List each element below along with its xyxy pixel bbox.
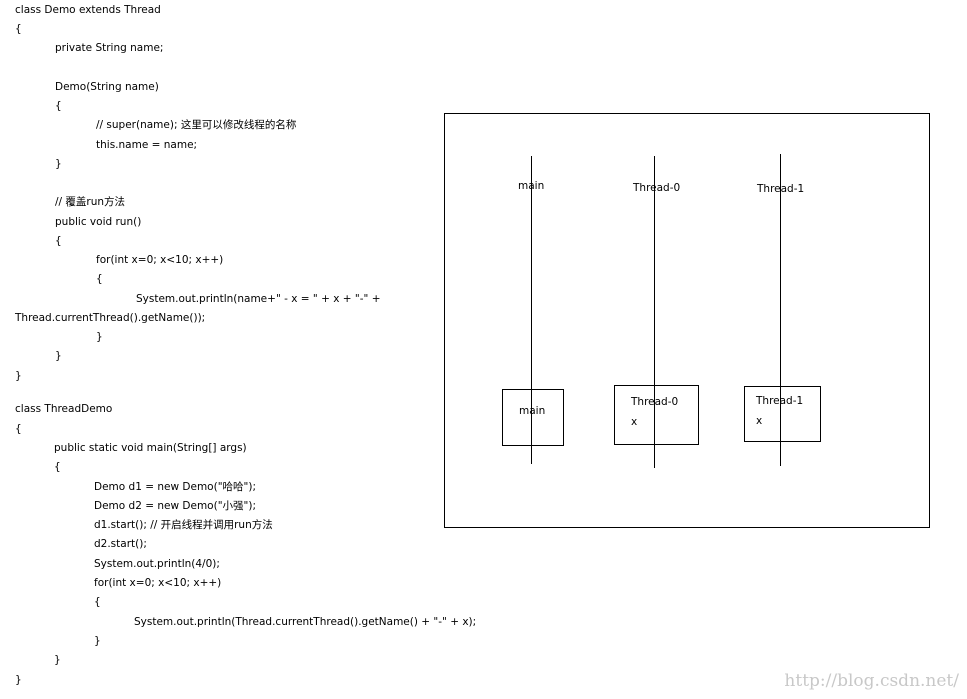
code-line: Thread.currentThread().getName()); xyxy=(15,312,206,324)
code-line: d2.start(); xyxy=(94,538,147,550)
code-line: } xyxy=(55,350,62,362)
lifeline-thread-0 xyxy=(654,156,655,468)
thread-box-value: x xyxy=(631,416,638,428)
thread-box-title: main xyxy=(519,405,546,417)
code-line: Demo d1 = new Demo("哈哈"); xyxy=(94,481,256,493)
code-line: // super(name); 这里可以修改线程的名称 xyxy=(96,119,297,131)
thread-box-thread-0: Thread-0 x xyxy=(614,385,699,445)
code-line: } xyxy=(55,158,62,170)
code-line: { xyxy=(55,100,62,112)
code-line: { xyxy=(15,23,22,35)
code-line: for(int x=0; x<10; x++) xyxy=(94,577,222,589)
thread-box-main: main xyxy=(502,389,564,446)
code-line: System.out.println(4/0); xyxy=(94,558,220,570)
code-line: } xyxy=(54,654,61,666)
code-line: { xyxy=(94,596,101,608)
code-line: class ThreadDemo xyxy=(15,403,113,415)
code-line: private String name; xyxy=(55,42,164,54)
code-line: { xyxy=(96,273,103,285)
code-line: { xyxy=(55,235,62,247)
code-line: Demo d2 = new Demo("小强"); xyxy=(94,500,256,512)
watermark: http://blog.csdn.net/ xyxy=(784,671,959,691)
code-line: // 覆盖run方法 xyxy=(55,196,126,208)
code-line: { xyxy=(15,423,22,435)
code-line: } xyxy=(15,370,22,382)
code-line: } xyxy=(15,674,22,686)
thread-box-value: x xyxy=(756,415,763,427)
thread-diagram: main main Thread-0 Thread-0 x Thread-1 T… xyxy=(444,113,930,528)
thread-box-title: Thread-1 xyxy=(756,395,803,407)
code-line: } xyxy=(94,635,101,647)
code-line: { xyxy=(54,461,61,473)
code-line: for(int x=0; x<10; x++) xyxy=(96,254,224,266)
code-line: public void run() xyxy=(55,216,142,228)
lifeline-thread-1 xyxy=(780,154,781,466)
code-line: System.out.println(name+" - x = " + x + … xyxy=(136,293,381,305)
code-line: this.name = name; xyxy=(96,139,198,151)
code-line: } xyxy=(96,331,103,343)
code-line: d1.start(); // 开启线程并调用run方法 xyxy=(94,519,273,531)
thread-label-thread-0: Thread-0 xyxy=(633,182,681,194)
thread-box-thread-1: Thread-1 x xyxy=(744,386,821,442)
code-line: class Demo extends Thread xyxy=(15,4,161,16)
code-line: System.out.println(Thread.currentThread(… xyxy=(134,616,477,628)
lifeline-main xyxy=(531,156,532,464)
code-line: Demo(String name) xyxy=(55,81,159,93)
code-line: public static void main(String[] args) xyxy=(54,442,247,454)
